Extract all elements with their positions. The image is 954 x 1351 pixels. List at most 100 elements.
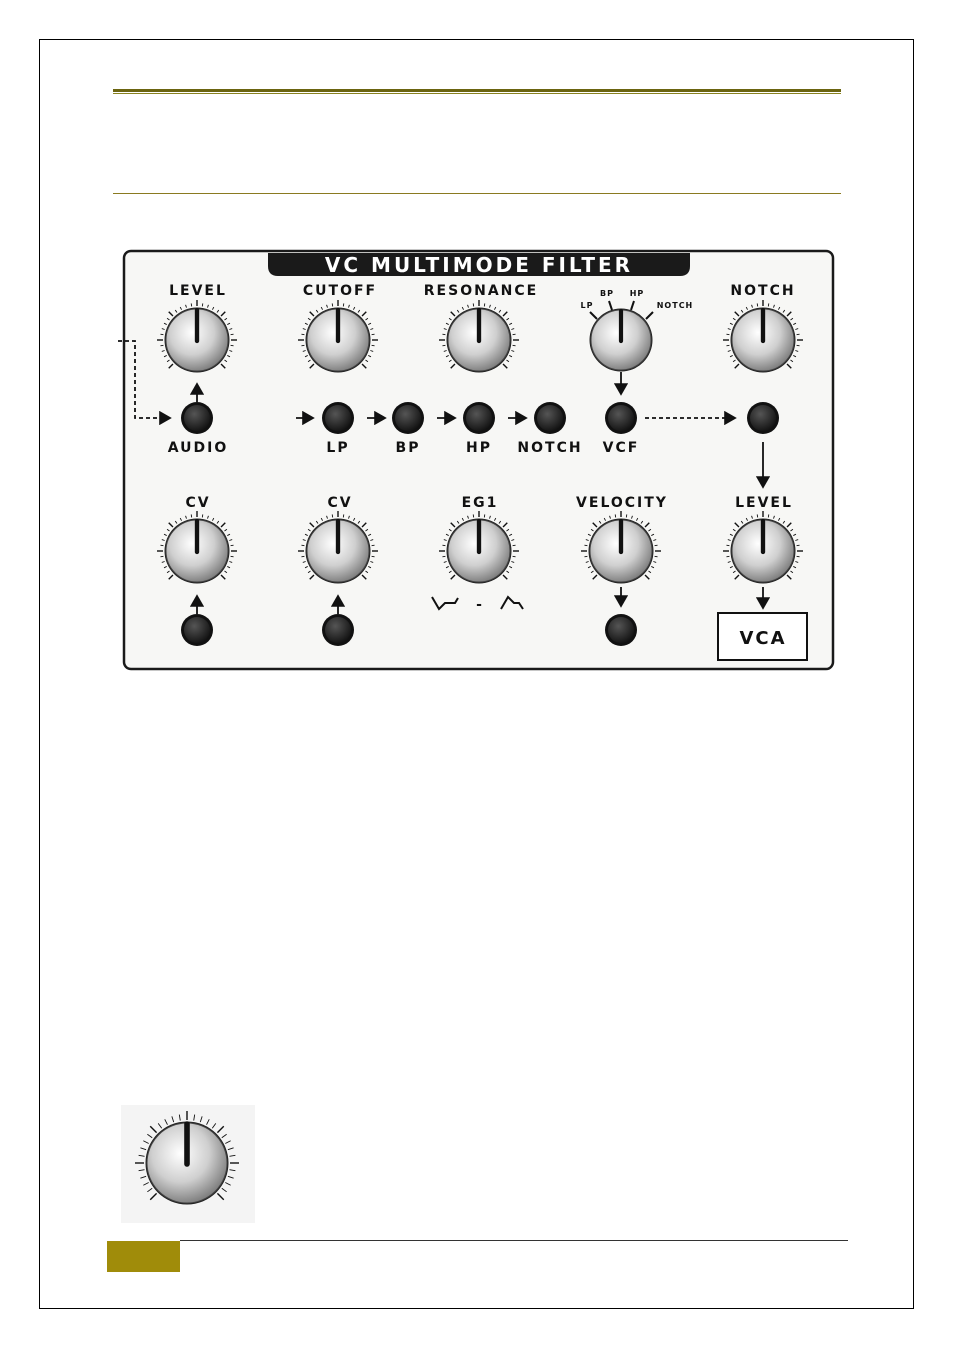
- cv1-label: CV: [185, 495, 210, 511]
- large-example-knob[interactable]: [135, 1111, 239, 1205]
- knob-tick: [370, 328, 374, 330]
- jack-icon[interactable]: [608, 617, 634, 643]
- knob-tick: [220, 311, 226, 317]
- knob-tick: [309, 363, 315, 369]
- knob-tick: [212, 517, 215, 521]
- knob-tick: [220, 363, 226, 369]
- notch-jack[interactable]: [534, 402, 566, 434]
- knob-tick: [179, 517, 182, 521]
- knob-tick: [651, 533, 655, 536]
- knob-tick: [161, 561, 165, 563]
- knob-tick: [445, 533, 449, 536]
- mode-tick-hp: [630, 300, 635, 311]
- knob-tick: [216, 520, 220, 524]
- knob-tick: [502, 522, 508, 528]
- notch-knob[interactable]: [723, 300, 803, 373]
- knob-tick: [185, 515, 187, 519]
- velocity-knob[interactable]: [581, 511, 661, 584]
- knob-tick: [229, 561, 233, 563]
- knob-tick: [212, 306, 215, 310]
- knob-tick: [138, 1169, 145, 1172]
- knob-tick: [502, 311, 508, 317]
- filter-output-jack[interactable]: [747, 402, 779, 434]
- knob-tick: [140, 1175, 147, 1179]
- knob-tick: [727, 350, 731, 352]
- resonance-knob[interactable]: [439, 300, 519, 373]
- knob-tick: [609, 515, 611, 519]
- mode-option-lp: LP: [581, 301, 594, 310]
- panel-title: VC MULTIMODE FILTER: [325, 253, 633, 277]
- knob-tick: [227, 355, 231, 358]
- eg1-amount-knob[interactable]: [439, 511, 519, 584]
- vca-level-label: LEVEL: [735, 495, 793, 511]
- knob-tick: [361, 522, 367, 528]
- knob-tick: [732, 317, 736, 321]
- vca-level-knob[interactable]: [723, 511, 803, 584]
- knob-tick: [793, 355, 797, 358]
- mode-selector-knob[interactable]: [589, 308, 653, 372]
- knob-tick: [450, 311, 456, 317]
- knob-tick: [489, 515, 491, 519]
- knob-tick: [727, 328, 731, 330]
- knob-tick: [216, 1192, 225, 1201]
- footer-page-block: [107, 1241, 180, 1272]
- vcf-jack[interactable]: [605, 402, 637, 434]
- bp-jack[interactable]: [392, 402, 424, 434]
- knob-tick: [587, 566, 591, 569]
- lp-jack[interactable]: [322, 402, 354, 434]
- hp-jack[interactable]: [463, 402, 495, 434]
- hp-jack-label: HP: [466, 440, 492, 456]
- knob-tick: [592, 522, 598, 528]
- knob-tick: [365, 570, 369, 574]
- jack-icon[interactable]: [466, 405, 492, 431]
- cv1-knob[interactable]: [157, 511, 237, 584]
- audio-level-knob[interactable]: [157, 300, 237, 373]
- knob-tick: [729, 566, 733, 569]
- jack-icon[interactable]: [608, 405, 634, 431]
- jack-icon[interactable]: [537, 405, 563, 431]
- jack-icon[interactable]: [184, 405, 210, 431]
- knob-tick: [443, 561, 447, 563]
- knob-tick: [786, 574, 792, 580]
- knob-tick: [511, 328, 515, 330]
- jack-icon[interactable]: [325, 405, 351, 431]
- vca-label: VCA: [739, 628, 786, 649]
- cv2-jack[interactable]: [322, 614, 354, 646]
- jack-icon[interactable]: [325, 617, 351, 643]
- jack-icon[interactable]: [184, 617, 210, 643]
- audio-input-jack[interactable]: [181, 402, 213, 434]
- cutoff-knob[interactable]: [298, 300, 378, 373]
- knob-tick: [448, 528, 452, 532]
- knob-tick: [467, 304, 469, 308]
- knob-tick: [729, 355, 733, 358]
- knob-tick: [448, 317, 452, 321]
- level-label: LEVEL: [169, 283, 227, 299]
- knob-tick: [443, 328, 447, 330]
- knob-tick: [225, 1182, 231, 1186]
- knob-tick: [793, 566, 797, 569]
- audio-jack-label: AUDIO: [168, 440, 229, 456]
- knob-tick: [227, 1175, 234, 1179]
- lp-jack-label: LP: [326, 440, 349, 456]
- knob-tick: [640, 520, 644, 524]
- knob-tick: [211, 1123, 217, 1129]
- cv2-knob[interactable]: [298, 511, 378, 584]
- knob-tick: [644, 522, 650, 528]
- jack-icon[interactable]: [750, 405, 776, 431]
- knob-tick: [229, 1169, 236, 1172]
- knob-tick: [166, 570, 170, 574]
- knob-tick: [778, 306, 781, 310]
- jack-icon[interactable]: [395, 405, 421, 431]
- velocity-jack[interactable]: [605, 614, 637, 646]
- knob-tick: [782, 309, 786, 313]
- knob-tick: [795, 328, 799, 330]
- knob-tick: [304, 566, 308, 569]
- knob-tick: [163, 566, 167, 569]
- section-rule: [113, 193, 841, 194]
- knob-tick: [365, 528, 369, 532]
- knob-tick: [786, 311, 792, 317]
- knob-tick: [315, 309, 319, 313]
- cv1-jack[interactable]: [181, 614, 213, 646]
- knob-tick: [790, 359, 794, 363]
